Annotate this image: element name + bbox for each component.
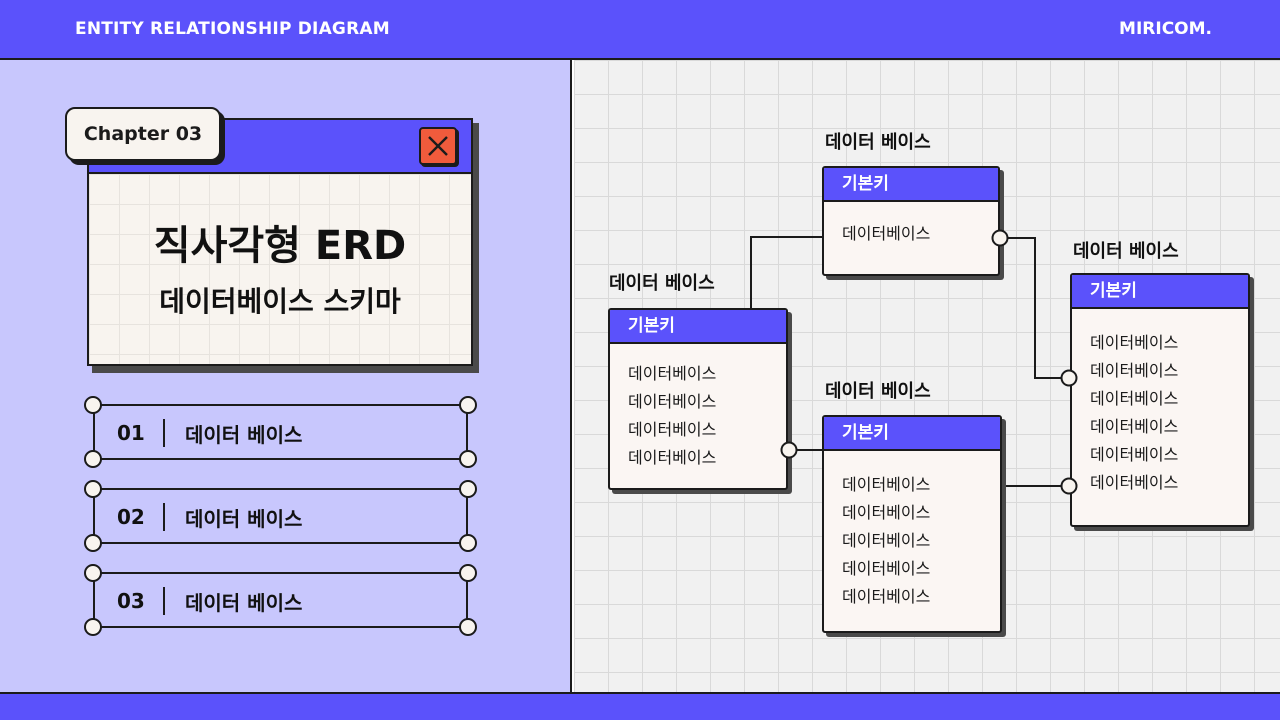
- list-item-label: 데이터 베이스: [185, 507, 303, 531]
- connector-dot-icon[interactable]: [1060, 477, 1078, 495]
- entity-field: 데이터베이스: [628, 420, 717, 439]
- list-item-label: 데이터 베이스: [185, 423, 303, 447]
- entity-field: 데이터베이스: [1090, 445, 1179, 464]
- bottom-bar: [0, 692, 1280, 720]
- entity-title: 데이터 베이스: [1073, 241, 1179, 262]
- top-bar: ENTITY RELATIONSHIP DIAGRAM MIRICOM.: [0, 0, 1280, 60]
- brand-name: MIRICOM.: [1119, 19, 1212, 39]
- list-item-divider: [163, 419, 165, 447]
- entity-title: 데이터 베이스: [825, 132, 931, 153]
- list-item[interactable]: 02 데이터 베이스: [93, 488, 468, 544]
- selection-handle[interactable]: [459, 564, 477, 582]
- close-button[interactable]: [419, 127, 457, 165]
- relationship-line: [1000, 237, 1071, 379]
- close-icon: [428, 136, 448, 156]
- entity-field: 데이터베이스: [1090, 361, 1179, 380]
- entity-field: 데이터베이스: [628, 448, 717, 467]
- entity-field: 데이터베이스: [1090, 389, 1179, 408]
- window-body: [89, 174, 471, 364]
- entity-title: 데이터 베이스: [825, 381, 931, 402]
- list-item-number: 02: [117, 505, 145, 529]
- entity-table[interactable]: 기본키 데이터베이스 데이터베이스 데이터베이스 데이터베이스 데이터베이스 데…: [1070, 273, 1250, 527]
- selection-handle[interactable]: [459, 450, 477, 468]
- entity-table[interactable]: 기본키 데이터베이스: [822, 166, 1000, 276]
- selection-handle[interactable]: [459, 618, 477, 636]
- entity-field: 데이터베이스: [842, 475, 931, 494]
- list-item-label: 데이터 베이스: [185, 591, 303, 615]
- list-item-number: 01: [117, 421, 145, 445]
- entity-field: 데이터베이스: [842, 224, 931, 243]
- list-item[interactable]: 01 데이터 베이스: [93, 404, 468, 460]
- selection-handle[interactable]: [459, 534, 477, 552]
- selection-handle[interactable]: [84, 618, 102, 636]
- selection-handle[interactable]: [84, 534, 102, 552]
- entity-field: 데이터베이스: [842, 587, 931, 606]
- chapter-tag: Chapter 03: [65, 107, 221, 161]
- entity-field: 데이터베이스: [628, 364, 717, 383]
- entity-title: 데이터 베이스: [609, 273, 715, 294]
- selection-handle[interactable]: [84, 450, 102, 468]
- header-title: ENTITY RELATIONSHIP DIAGRAM: [75, 19, 390, 39]
- list-item-number: 03: [117, 589, 145, 613]
- list-item-divider: [163, 587, 165, 615]
- connector-dot-icon[interactable]: [780, 441, 798, 459]
- page-title: 직사각형 ERD: [153, 223, 407, 269]
- selection-handle[interactable]: [84, 396, 102, 414]
- entity-field: 데이터베이스: [1090, 417, 1179, 436]
- entity-primary-key: 기본키: [610, 310, 786, 344]
- selection-handle[interactable]: [84, 564, 102, 582]
- entity-field: 데이터베이스: [842, 531, 931, 550]
- entity-primary-key: 기본키: [824, 417, 1000, 451]
- entity-field: 데이터베이스: [1090, 473, 1179, 492]
- list-item[interactable]: 03 데이터 베이스: [93, 572, 468, 628]
- page-subtitle: 데이터베이스 스키마: [159, 285, 401, 318]
- selection-handle[interactable]: [459, 480, 477, 498]
- selection-handle[interactable]: [459, 396, 477, 414]
- connector-dot-icon[interactable]: [1060, 369, 1078, 387]
- entity-table[interactable]: 기본키 데이터베이스 데이터베이스 데이터베이스 데이터베이스: [608, 308, 788, 490]
- entity-field: 데이터베이스: [628, 392, 717, 411]
- entity-table[interactable]: 기본키 데이터베이스 데이터베이스 데이터베이스 데이터베이스 데이터베이스: [822, 415, 1002, 633]
- entity-field: 데이터베이스: [842, 503, 931, 522]
- entity-primary-key: 기본키: [824, 168, 998, 202]
- selection-handle[interactable]: [84, 480, 102, 498]
- list-item-divider: [163, 503, 165, 531]
- relationship-line: [750, 236, 823, 308]
- entity-primary-key: 기본키: [1072, 275, 1248, 309]
- entity-field: 데이터베이스: [842, 559, 931, 578]
- entity-field: 데이터베이스: [1090, 333, 1179, 352]
- connector-dot-icon[interactable]: [991, 229, 1009, 247]
- chapter-window: [87, 118, 473, 366]
